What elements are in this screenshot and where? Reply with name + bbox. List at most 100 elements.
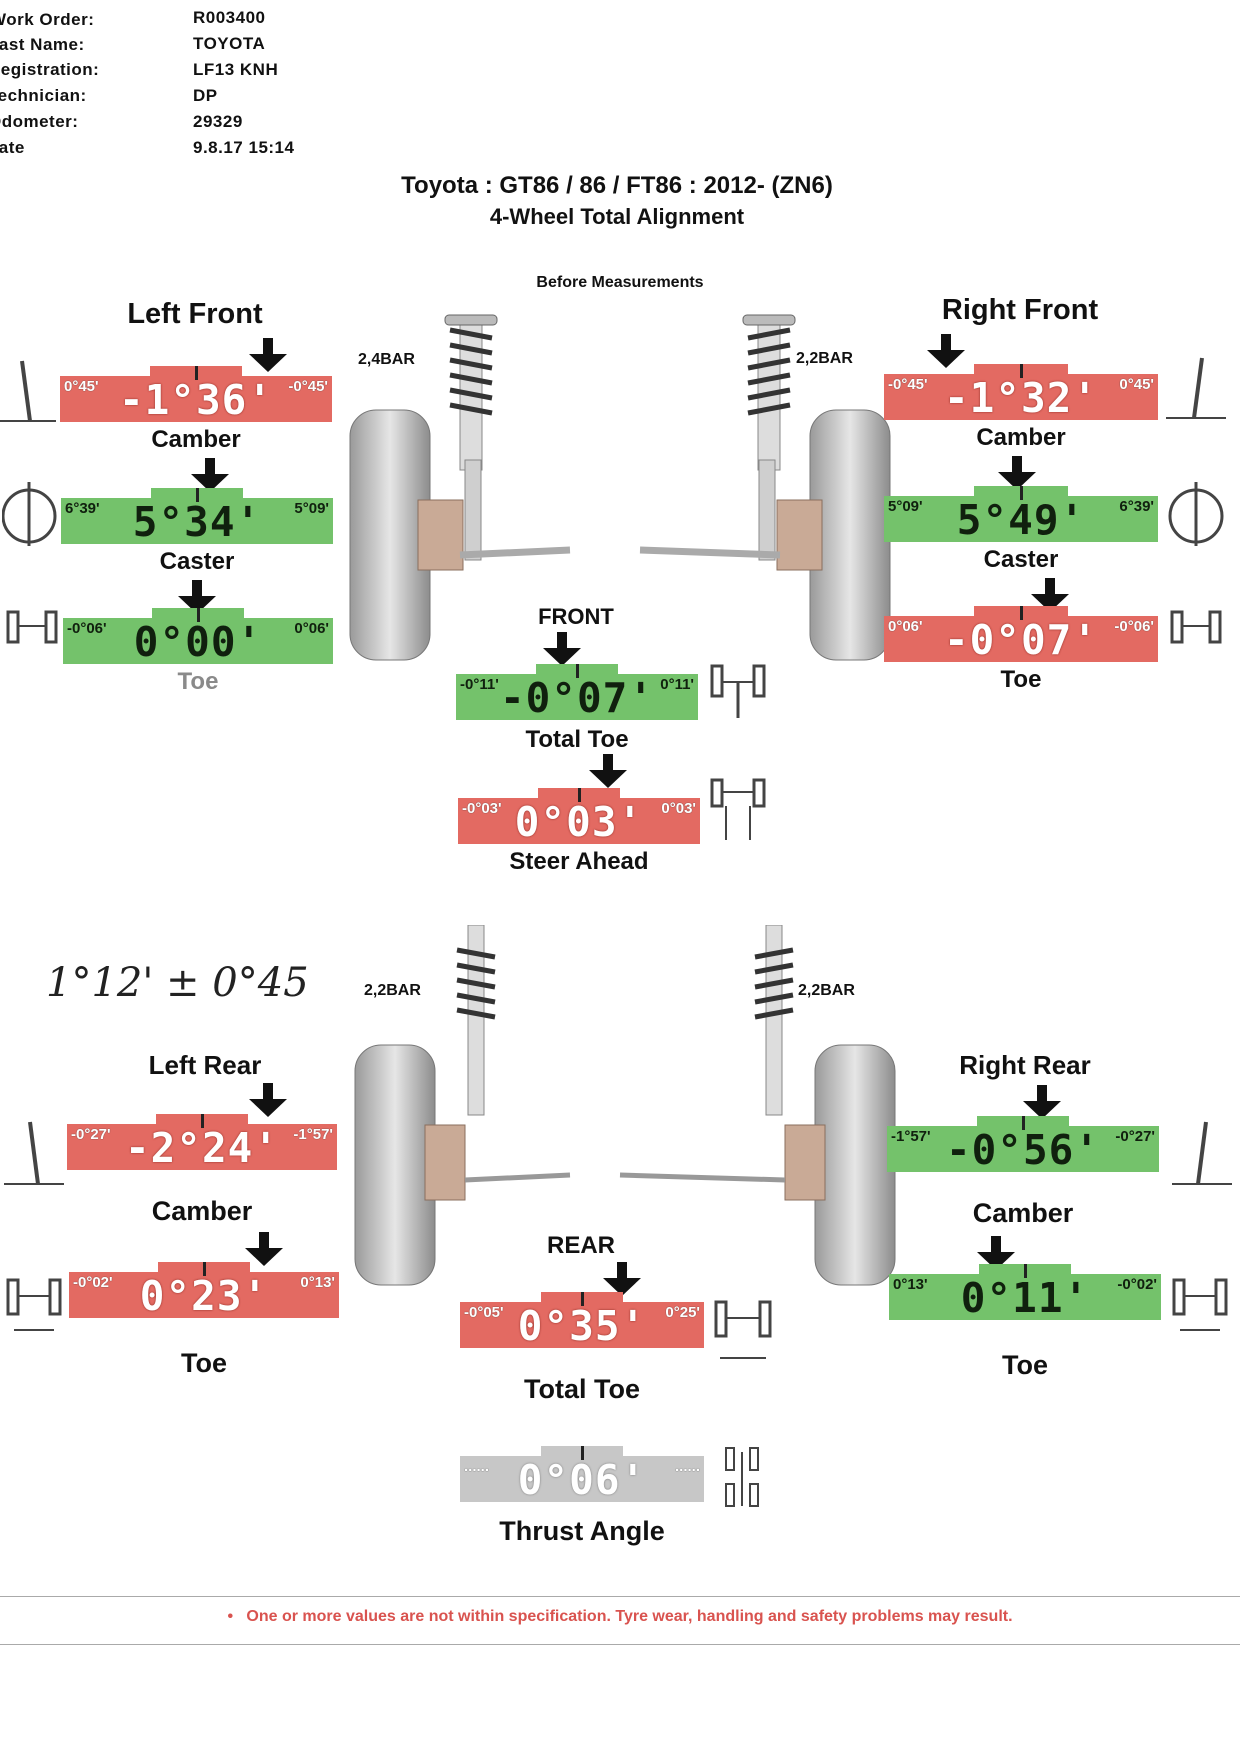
left-front-caster-label: Caster xyxy=(159,548,235,575)
left-rear-toe-label: Toe xyxy=(181,1348,227,1378)
left-front-toe-value: 0°00' xyxy=(133,618,263,666)
left-rear-toe-gauge: -0°02' 0°13' 0°23' xyxy=(69,1262,339,1318)
registration-value: LF13 KNH xyxy=(193,60,279,79)
footer-divider-top xyxy=(0,1596,1240,1597)
rear-total-toe-label: Total Toe xyxy=(524,1374,640,1404)
left-front-camber-label: Camber xyxy=(151,426,241,453)
footer-divider-bottom xyxy=(0,1644,1240,1645)
left-rear-camber-min: -0°27' xyxy=(71,1126,111,1143)
front-axle-label: FRONT xyxy=(538,604,614,629)
steer-ahead-label: Steer Ahead xyxy=(509,848,649,875)
left-rear-camber-value: -2°24' xyxy=(124,1124,280,1172)
rear-total-toe-max: 0°25' xyxy=(665,1304,700,1321)
before-measurements-label: Before Measurements xyxy=(536,274,704,291)
page-title: Toyota : GT86 / 86 / FT86 : 2012- (ZN6) xyxy=(401,172,833,199)
right-front-toe-value: -0°07' xyxy=(943,616,1099,664)
left-rear-toe-min: -0°02' xyxy=(73,1274,113,1291)
right-front-caster-max: 6°39' xyxy=(1119,498,1154,515)
thrust-angle-max: ...... xyxy=(674,1458,700,1475)
left-rear-toe-value: 0°23' xyxy=(139,1272,269,1320)
registration-label: Registration: xyxy=(0,60,100,79)
rear-total-toe-value: 0°35' xyxy=(517,1302,647,1350)
left-front-toe-max: 0°06' xyxy=(294,620,329,637)
rear-toe-icon xyxy=(6,1278,62,1331)
right-front-camber-label: Camber xyxy=(976,424,1066,451)
rear-total-toe-gauge: -0°05' 0°25' 0°35' xyxy=(460,1292,704,1348)
right-rear-camber-label: Camber xyxy=(972,1198,1074,1228)
thrust-angle-gauge: ...... ...... 0°06' xyxy=(460,1446,704,1502)
work-order-value: R003400 xyxy=(193,8,266,27)
work-order-label: Work Order: xyxy=(0,10,95,29)
last-name-label: Last Name: xyxy=(0,35,85,54)
left-front-toe-label: Toe xyxy=(177,668,219,695)
left-front-caster-gauge: 6°39' 5°09' 5°34' xyxy=(61,488,333,544)
rear-toe-icon-right xyxy=(1172,1278,1228,1331)
left-front-toe-gauge: -0°06' 0°06' 0°00' xyxy=(63,608,333,664)
front-total-toe-min: -0°11' xyxy=(460,676,499,693)
left-front-pressure: 2,4BAR xyxy=(358,351,415,368)
right-front-caster-label: Caster xyxy=(983,546,1059,573)
right-front-camber-min: -0°45' xyxy=(888,376,928,393)
left-rear-toe-max: 0°13' xyxy=(300,1274,335,1291)
right-rear-toe-max: -0°02' xyxy=(1117,1276,1157,1293)
left-front-camber-value: -1°36' xyxy=(118,376,274,424)
bullet-icon: • xyxy=(227,1608,247,1625)
front-total-toe-value: -0°07' xyxy=(499,674,655,722)
left-front-camber-max: -0°45' xyxy=(288,378,328,395)
right-front-pressure: 2,2BAR xyxy=(796,350,853,367)
odometer-value: 29329 xyxy=(193,112,243,131)
left-front-camber-min: 0°45' xyxy=(64,378,99,395)
thrust-angle-label: Thrust Angle xyxy=(499,1516,665,1546)
page-subtitle: 4-Wheel Total Alignment xyxy=(489,204,745,229)
left-front-title: Left Front xyxy=(127,298,263,330)
right-front-toe-label: Toe xyxy=(1000,666,1042,693)
right-front-caster-min: 5°09' xyxy=(888,498,923,515)
right-front-toe-max: -0°06' xyxy=(1114,618,1154,635)
right-rear-toe-label: Toe xyxy=(1002,1350,1048,1380)
right-front-caster-value: 5°49' xyxy=(956,496,1086,544)
right-rear-camber-min: -1°57' xyxy=(891,1128,931,1145)
left-rear-camber-label: Camber xyxy=(151,1196,253,1226)
left-rear-pressure: 2,2BAR xyxy=(364,982,421,999)
right-front-caster-gauge: 5°09' 6°39' 5°49' xyxy=(884,486,1158,542)
left-front-toe-min: -0°06' xyxy=(67,620,107,637)
steer-ahead-value: 0°03' xyxy=(514,798,644,846)
right-rear-toe-gauge: 0°13' -0°02' 0°11' xyxy=(889,1264,1161,1320)
warning-text: One or more values are not within specif… xyxy=(246,1608,1013,1625)
odometer-label: Odometer: xyxy=(0,112,79,131)
front-suspension-illustration xyxy=(349,314,891,661)
steer-ahead-max: 0°03' xyxy=(661,800,696,817)
left-rear-camber-gauge: -0°27' -1°57' -2°24' xyxy=(67,1114,337,1170)
rear-axle-label: REAR xyxy=(546,1232,615,1259)
right-rear-camber-gauge: -1°57' -0°27' -0°56' xyxy=(887,1116,1159,1172)
right-rear-pressure: 2,2BAR xyxy=(798,982,855,999)
left-front-caster-value: 5°34' xyxy=(132,498,262,546)
left-front-caster-max: 5°09' xyxy=(294,500,329,517)
camber-icon xyxy=(0,360,56,422)
right-rear-title: Right Rear xyxy=(959,1050,1091,1080)
thrust-angle-min: ...... xyxy=(464,1458,490,1475)
handwritten-spec-note: 1°12' ± 0°45 xyxy=(46,960,309,1006)
thrust-angle-icon xyxy=(725,1447,759,1507)
right-rear-camber-max: -0°27' xyxy=(1115,1128,1155,1145)
camber-icon-right xyxy=(1166,357,1226,419)
toe-icon xyxy=(6,610,58,644)
thrust-angle-value: 0°06' xyxy=(517,1456,647,1504)
rear-camber-icon xyxy=(4,1121,64,1185)
front-total-toe-max: 0°11' xyxy=(660,676,694,693)
left-front-camber-gauge: 0°45' -0°45' -1°36' xyxy=(60,366,332,422)
right-front-title: Right Front xyxy=(941,294,1099,326)
right-rear-toe-value: 0°11' xyxy=(960,1274,1090,1322)
technician-label: Technician: xyxy=(0,86,87,105)
date-value: 9.8.17 15:14 xyxy=(193,138,295,157)
date-label: Date xyxy=(0,138,25,157)
steer-ahead-icon xyxy=(710,778,766,840)
right-front-camber-max: 0°45' xyxy=(1119,376,1154,393)
right-front-camber-value: -1°32' xyxy=(943,374,1099,422)
caster-icon-right xyxy=(1168,482,1224,546)
out-of-spec-warning: • One or more values are not within spec… xyxy=(0,1608,1240,1626)
rear-total-toe-icon xyxy=(714,1300,772,1359)
right-front-camber-gauge: -0°45' 0°45' -1°32' xyxy=(884,364,1158,420)
front-total-toe-label: Total Toe xyxy=(525,726,629,753)
left-front-caster-min: 6°39' xyxy=(65,500,100,517)
